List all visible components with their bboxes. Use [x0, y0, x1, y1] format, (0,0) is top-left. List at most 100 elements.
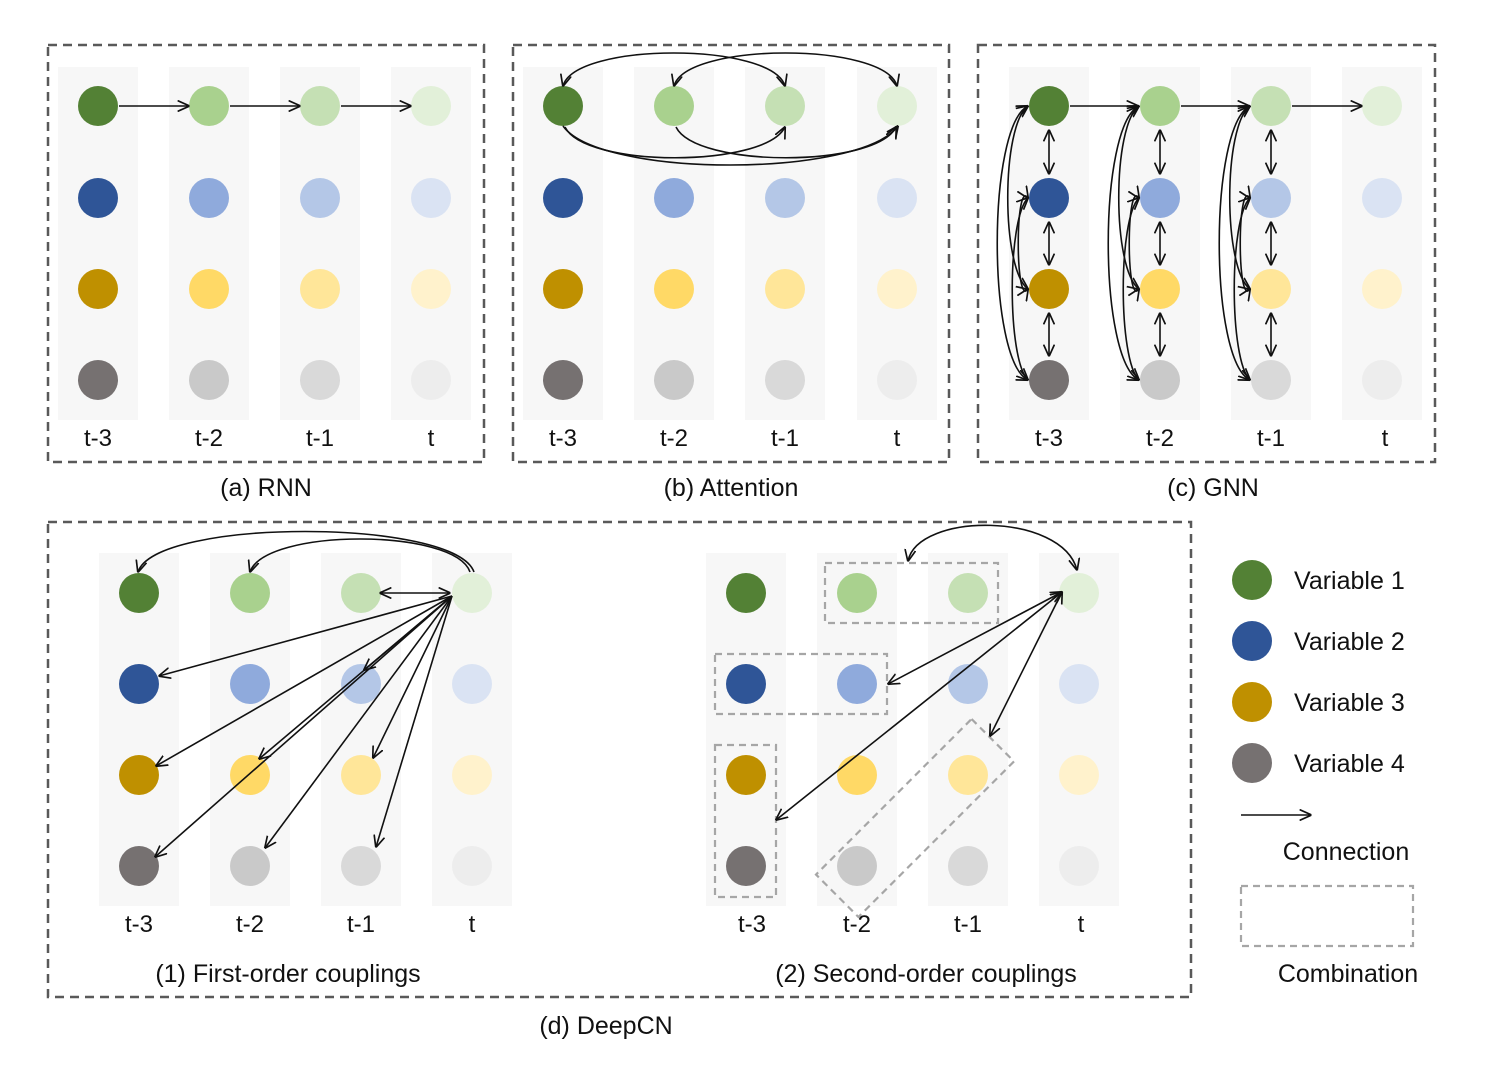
rnn-node-v1-t2 [189, 86, 229, 126]
first-order-time-labels: t-3 t-2 t-1 t [125, 911, 476, 938]
gnn-node-v4-t [1362, 360, 1402, 400]
first-order-time-label-t3: t-3 [125, 911, 153, 938]
attention-node-v4-t [877, 360, 917, 400]
rnn-node-v3-t [411, 269, 451, 309]
caption-rnn: (a) RNN [220, 474, 312, 502]
gnn-edge-t1-v3-v2 [1240, 196, 1250, 291]
second-order-couplings: t-3 t-2 t-1 t (2) Second-order couplings [706, 524, 1119, 988]
gnn-time-label-t: t [1382, 425, 1389, 452]
first-order-node-v2-t1 [341, 664, 381, 704]
rnn-node-v4-t1 [300, 360, 340, 400]
attention-time-label-t2: t-2 [660, 425, 688, 452]
first-order-time-label-t1: t-1 [347, 911, 375, 938]
attention-node-v3-t [877, 269, 917, 309]
legend-variable-2-swatch [1232, 621, 1272, 661]
gnn-node-v1-t [1362, 86, 1402, 126]
legend-variable-4-swatch [1232, 743, 1272, 783]
attention-node-v2-t3 [543, 178, 583, 218]
gnn-node-v2-t1 [1251, 178, 1291, 218]
attention-time-labels: t-3 t-2 t-1 t [549, 425, 901, 452]
attention-time-label-t1: t-1 [771, 425, 799, 452]
panel-attention: t-3 t-2 t-1 t (b) Attention [511, 43, 951, 502]
attention-arc-top-t2-t [674, 52, 897, 86]
legend-connection-label: Connection [1283, 838, 1409, 866]
attention-node-v3-t3 [543, 269, 583, 309]
rnn-node-v1-t [411, 86, 451, 126]
second-order-node-v1-t1 [948, 573, 988, 613]
second-order-node-v2-t3 [726, 664, 766, 704]
gnn-time-label-t1: t-1 [1257, 425, 1285, 452]
rnn-time-label-t: t [428, 425, 435, 452]
rnn-node-v2-t2 [189, 178, 229, 218]
first-order-node-v3-t1 [341, 755, 381, 795]
rnn-time-label-t2: t-2 [195, 425, 223, 452]
gnn-connections [996, 106, 1362, 380]
second-order-node-v3-t2 [837, 755, 877, 795]
legend-variable-2-label: Variable 2 [1294, 628, 1405, 656]
gnn-node-v2-t [1362, 178, 1402, 218]
second-order-time-label-t2: t-2 [843, 911, 871, 938]
caption-deepcn: (d) DeepCN [539, 1012, 672, 1040]
caption-attention: (b) Attention [664, 474, 799, 502]
gnn-edge-t3-v3-v2 [1018, 196, 1028, 291]
rnn-node-v2-t [411, 178, 451, 218]
attention-node-v3-t1 [765, 269, 805, 309]
second-order-time-label-t: t [1078, 911, 1085, 938]
gnn-edge-t2-v1-v4 [1107, 106, 1139, 380]
first-order-node-v1-t [452, 573, 492, 613]
gnn-columns [1009, 67, 1422, 420]
attention-node-v1-t2 [654, 86, 694, 126]
first-order-arrow-t2-v4 [265, 595, 453, 848]
panel-deepcn: t-3 t-2 t-1 t (1) First-order couplings [46, 520, 1193, 1040]
gnn-edge-t3-v1-v4 [996, 106, 1028, 380]
legend-combination-label: Combination [1278, 960, 1418, 988]
second-order-node-v1-t3 [726, 573, 766, 613]
caption-first-order: (1) First-order couplings [155, 960, 420, 988]
first-order-node-v3-t3 [119, 755, 159, 795]
gnn-node-v3-t1 [1251, 269, 1291, 309]
second-order-node-v3-t1 [948, 755, 988, 795]
first-order-time-label-t2: t-2 [236, 911, 264, 938]
second-order-columns [706, 553, 1119, 906]
second-order-node-v1-t [1059, 573, 1099, 613]
legend-variable-4-label: Variable 4 [1294, 750, 1405, 778]
attention-node-v2-t1 [765, 178, 805, 218]
first-order-node-v1-t2 [230, 573, 270, 613]
second-order-node-v4-t3 [726, 846, 766, 886]
second-order-node-v3-t3 [726, 755, 766, 795]
gnn-time-labels: t-3 t-2 t-1 t [1035, 425, 1389, 452]
second-order-node-v4-t2 [837, 846, 877, 886]
rnn-node-v1-t1 [300, 86, 340, 126]
gnn-node-v3-t2 [1140, 269, 1180, 309]
second-order-time-label-t3: t-3 [738, 911, 766, 938]
first-order-arrow-t2-v3 [259, 595, 453, 759]
attention-connections [563, 52, 898, 166]
first-order-arrow-t1-v3 [373, 595, 453, 758]
rnn-node-v4-t [411, 360, 451, 400]
legend-variable-3-label: Variable 3 [1294, 689, 1405, 717]
attention-node-v1-t1 [765, 86, 805, 126]
caption-second-order: (2) Second-order couplings [775, 960, 1077, 988]
first-order-node-v2-t3 [119, 664, 159, 704]
rnn-node-v2-t3 [78, 178, 118, 218]
gnn-node-v1-t3 [1029, 86, 1069, 126]
rnn-node-v3-t1 [300, 269, 340, 309]
first-order-arc-t-t3 [138, 530, 475, 573]
legend-variable-1-label: Variable 1 [1294, 567, 1405, 595]
panel-attention-border [511, 43, 951, 464]
rnn-time-label-t3: t-3 [84, 425, 112, 452]
attention-nodes [543, 86, 917, 400]
second-order-node-v1-t2 [837, 573, 877, 613]
panel-rnn: t-3 t-2 t-1 t (a) RNN [46, 43, 486, 502]
gnn-time-label-t2: t-2 [1146, 425, 1174, 452]
attention-arc-top-t3-t1 [563, 52, 785, 86]
rnn-nodes [78, 86, 451, 400]
rnn-node-v2-t1 [300, 178, 340, 218]
attention-time-label-t3: t-3 [549, 425, 577, 452]
attention-node-v1-t3 [543, 86, 583, 126]
gnn-node-v4-t3 [1029, 360, 1069, 400]
attention-node-v4-t3 [543, 360, 583, 400]
first-order-node-v1-t1 [341, 573, 381, 613]
first-order-arrow-t3-v3 [156, 595, 453, 766]
